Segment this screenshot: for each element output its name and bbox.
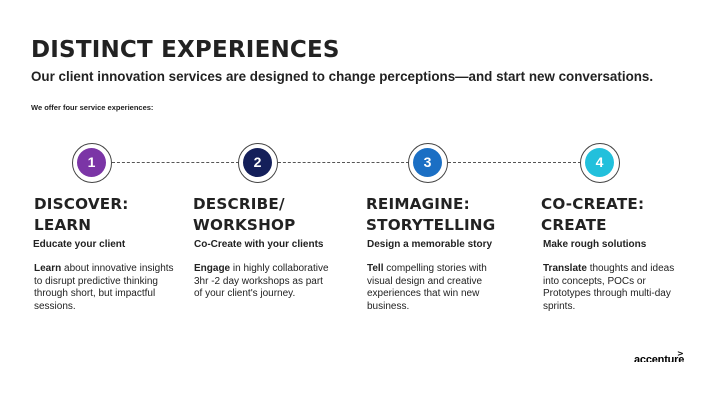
step-tagline: Make rough solutions <box>543 239 647 250</box>
step-number-badge: 1 <box>77 148 106 177</box>
step-describe: DESCRIBE/ WORKSHOP Co-Create with your c… <box>193 194 358 301</box>
step-tagline: Design a memorable story <box>367 239 493 250</box>
step-number-badge: 2 <box>243 148 272 177</box>
step-number-badge: 3 <box>413 148 442 177</box>
step-description-body: in highly collaborative 3hr -2 day works… <box>194 263 329 300</box>
intro-text: We offer four service experiences: <box>31 103 154 112</box>
step-marker-1: 1 <box>72 143 112 183</box>
page-title: DISTINCT EXPERIENCES <box>31 37 340 63</box>
timeline: 1 2 3 4 <box>0 141 720 185</box>
step-marker-3: 3 <box>408 143 448 183</box>
step-description-body: about innovative insights to disrupt pre… <box>34 263 174 312</box>
step-marker-4: 4 <box>580 143 620 183</box>
step-title: STORYTELLING <box>366 216 496 234</box>
step-title: WORKSHOP <box>193 216 296 234</box>
page-subtitle: Our client innovation services are desig… <box>31 69 654 84</box>
step-title: DESCRIBE/ <box>193 195 285 213</box>
step-title: DISCOVER: <box>34 195 129 213</box>
step-description-lead: Learn <box>34 263 62 274</box>
step-title: CO-CREATE: <box>541 195 645 213</box>
step-title: CREATE <box>541 216 607 234</box>
step-marker-2: 2 <box>238 143 278 183</box>
timeline-connector <box>448 162 581 163</box>
step-discover: DISCOVER: LEARN Educate your client Lear… <box>33 194 199 313</box>
step-description: Engage in highly collaborative 3hr -2 da… <box>194 263 334 301</box>
greater-than-icon: > <box>677 350 684 358</box>
step-description-body: compelling stories with visual design an… <box>367 263 487 312</box>
step-tagline: Educate your client <box>33 239 126 250</box>
step-number-badge: 4 <box>585 148 614 177</box>
step-description-lead: Engage <box>194 263 231 274</box>
timeline-connector <box>112 162 239 163</box>
step-description-lead: Tell <box>367 263 384 274</box>
logo-wordmark: accenture <box>634 354 685 362</box>
step-description: Learn about innovative insights to disru… <box>34 263 184 313</box>
step-description: Tell compelling stories with visual desi… <box>367 263 505 313</box>
step-title: LEARN <box>34 216 92 234</box>
step-cocreate: CO-CREATE: CREATE Make rough solutions T… <box>541 194 706 313</box>
step-title: REIMAGINE: <box>366 195 470 213</box>
step-description-body: thoughts and ideas into concepts, POCs o… <box>543 263 675 312</box>
step-description: Translate thoughts and ideas into concep… <box>543 263 681 313</box>
step-tagline: Co-Create with your clients <box>194 239 324 250</box>
timeline-connector <box>278 162 409 163</box>
step-reimagine: REIMAGINE: STORYTELLING Design a memorab… <box>366 194 531 313</box>
accenture-logo: accenture > <box>634 350 686 362</box>
step-description-lead: Translate <box>543 263 587 274</box>
